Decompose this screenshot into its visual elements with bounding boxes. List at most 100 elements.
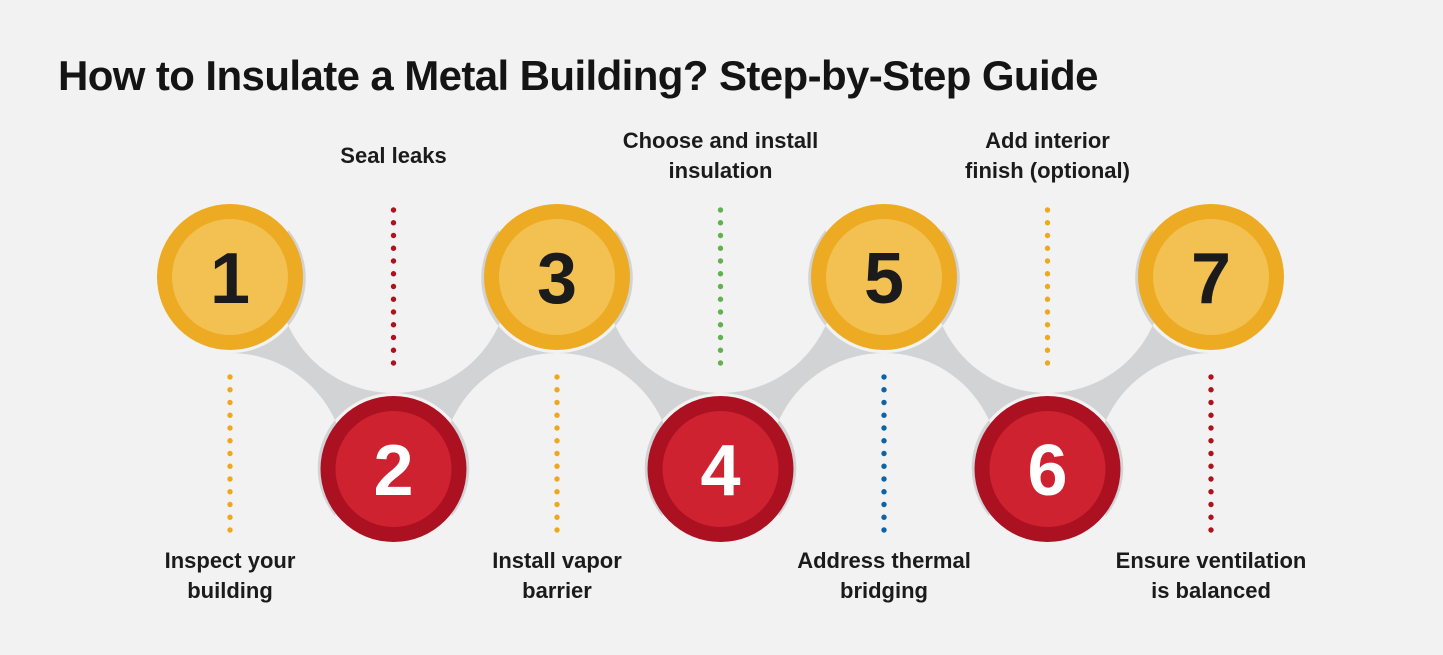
connector-3-4 [557, 230, 721, 516]
leader-dot [717, 271, 724, 277]
step-number-3: 3 [537, 239, 577, 319]
leader-dot [717, 322, 724, 328]
leader-dot [554, 501, 560, 508]
leader-dot [717, 283, 724, 290]
leader-dot [554, 463, 560, 469]
leader-dot [717, 347, 724, 353]
leader-dot [881, 374, 887, 380]
leader-dot [1044, 347, 1051, 353]
leader-dot [881, 438, 887, 444]
step-label-2: Seal leaks [340, 143, 447, 168]
leader-dot [1208, 476, 1214, 482]
leader-dot [1044, 334, 1051, 341]
step-number-4: 4 [700, 431, 740, 511]
page-title: How to Insulate a Metal Building? Step-b… [58, 52, 1098, 99]
leader-dot [881, 387, 887, 393]
leader-dot [717, 245, 724, 251]
leader-dot [554, 387, 560, 393]
leader-dot [881, 501, 887, 508]
leader-dot [717, 258, 724, 264]
leader-dot [717, 232, 724, 239]
leader-dot [227, 463, 233, 469]
connector-2-3 [393, 230, 557, 516]
leader-dot [1208, 399, 1214, 406]
connector-5-6 [884, 230, 1048, 516]
dotted-line-step-6 [1044, 207, 1051, 366]
leader-dot [390, 309, 397, 315]
connector-6-7 [1047, 230, 1211, 516]
leader-dot [390, 334, 397, 341]
leader-dot [390, 232, 397, 239]
leader-dot [390, 283, 397, 290]
leader-dot [1044, 245, 1051, 251]
step-label-4: Choose and install insulation [622, 128, 819, 183]
dotted-line-step-7 [1208, 374, 1214, 533]
step-circle-inner-4 [662, 411, 779, 527]
leader-dot [1208, 438, 1214, 444]
leader-dot [1208, 489, 1214, 495]
leader-dot [554, 412, 560, 418]
step-circle-inner-7 [1153, 219, 1269, 335]
step-number-1: 1 [210, 239, 250, 319]
leader-dot [881, 399, 887, 406]
leader-dot [554, 425, 560, 431]
connector-4-5 [720, 230, 884, 516]
leader-dot [881, 527, 887, 533]
leader-dot [390, 258, 397, 264]
step-circle-inner-2 [335, 411, 452, 527]
leader-dot [881, 476, 887, 482]
leader-dot [227, 501, 233, 508]
leader-dot [1044, 220, 1051, 226]
leader-dot [390, 322, 397, 328]
leader-dot [881, 463, 887, 469]
step-number-7: 7 [1191, 239, 1231, 319]
leader-dot [227, 514, 233, 520]
step-circle-inner-3 [499, 219, 615, 335]
leader-dot [1044, 360, 1051, 366]
step-number-2: 2 [373, 431, 413, 511]
leader-dot [717, 220, 724, 226]
dotted-line-step-1 [227, 374, 233, 533]
leader-dot [1208, 374, 1214, 380]
leader-dot [717, 309, 724, 315]
dotted-line-step-4 [717, 207, 724, 366]
leader-dot [227, 476, 233, 482]
leader-dot [1208, 501, 1214, 508]
leader-dot [717, 360, 724, 366]
leader-dot [717, 207, 724, 213]
leader-dot [227, 387, 233, 393]
step-label-1: Inspect your building [164, 548, 296, 603]
leader-dot [227, 399, 233, 406]
leader-dot [554, 514, 560, 520]
dotted-line-step-3 [554, 374, 560, 533]
leader-dot [1044, 322, 1051, 328]
leader-dot [1044, 232, 1051, 239]
leader-dot [227, 450, 233, 457]
leader-dot [1044, 271, 1051, 277]
leader-dot [1044, 283, 1051, 290]
leader-dot [1044, 207, 1051, 213]
leader-dot [881, 489, 887, 495]
leader-dot [390, 271, 397, 277]
connector-1-2 [230, 230, 394, 516]
leader-dot [390, 360, 397, 366]
step-circle-inner-6 [989, 411, 1106, 527]
leader-dot [390, 296, 397, 302]
leader-dot [1208, 463, 1214, 469]
leader-dot [881, 425, 887, 431]
leader-dot [227, 412, 233, 418]
leader-dot [390, 245, 397, 251]
leader-dot [390, 220, 397, 226]
leader-dot [227, 527, 233, 533]
leader-dot [717, 334, 724, 341]
leader-dot [1208, 450, 1214, 457]
leader-dot [554, 399, 560, 406]
leader-dot [554, 489, 560, 495]
step-label-3: Install vapor barrier [492, 548, 622, 603]
dotted-line-step-2 [390, 207, 397, 366]
leader-dot [881, 450, 887, 457]
step-label-6: Add interior finish (optional) [965, 128, 1130, 183]
leader-dot [227, 374, 233, 380]
leader-dot [1044, 309, 1051, 315]
